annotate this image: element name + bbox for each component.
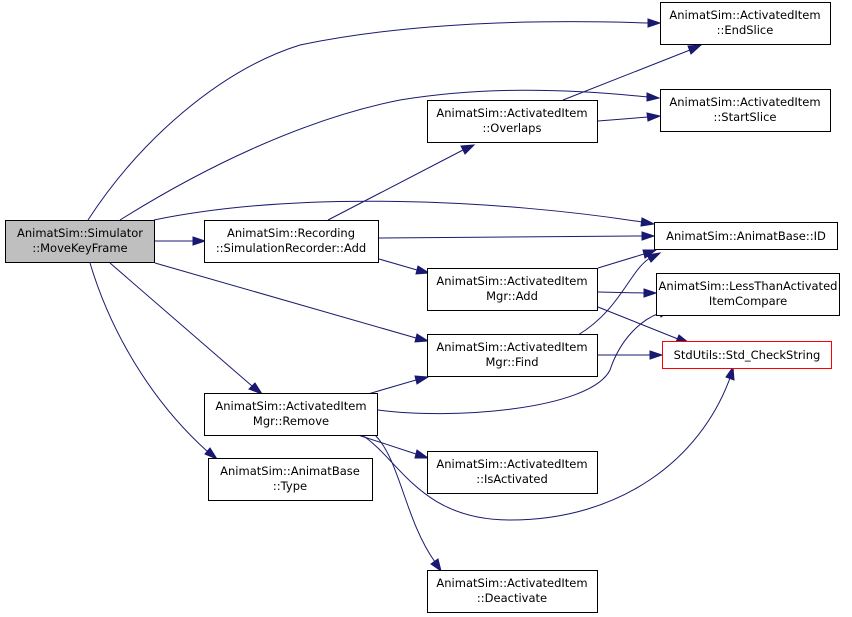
- node-base-id-line1: AnimatSim::AnimatBase::ID: [666, 229, 826, 243]
- edge-mgrremove-deactivate: [374, 434, 442, 573]
- edge-movekeyframe-startslice: [119, 89, 661, 221]
- edge-mgrfind-checkstring: [598, 350, 664, 360]
- node-mgr-find[interactable]: AnimatSim::ActivatedItem Mgr::Find: [427, 334, 598, 377]
- node-isactivated[interactable]: AnimatSim::ActivatedItem ::IsActivated: [427, 451, 598, 494]
- node-recorder-add[interactable]: AnimatSim::Recording ::SimulationRecorde…: [204, 220, 379, 263]
- node-mgr-find-line2: Mgr::Find: [485, 355, 538, 369]
- node-startslice-line1: AnimatSim::ActivatedItem: [669, 95, 820, 109]
- edge-movekeyframe-endslice: [87, 18, 662, 221]
- edge-recorderadd-mgradd: [378, 258, 431, 275]
- edge-recorderadd-overlaps: [327, 144, 476, 221]
- node-lessthan-line1: AnimatSim::LessThanActivated: [659, 279, 838, 293]
- node-endslice-line2: ::EndSlice: [717, 23, 774, 37]
- node-mgr-find-line1: AnimatSim::ActivatedItem: [436, 340, 587, 354]
- edge-mgradd-lessthan: [597, 288, 658, 298]
- node-startslice[interactable]: AnimatSim::ActivatedItem ::StartSlice: [660, 89, 831, 132]
- edge-movekeyframe-mgrremove: [109, 262, 264, 396]
- node-endslice-line1: AnimatSim::ActivatedItem: [669, 8, 820, 22]
- node-base-type[interactable]: AnimatSim::AnimatBase ::Type: [208, 458, 373, 501]
- node-startslice-line2: ::StartSlice: [714, 110, 777, 124]
- edge-movekeyframe-type: [89, 262, 219, 461]
- edges: [87, 18, 735, 573]
- edge-movekeyframe-recorderadd: [155, 236, 207, 246]
- node-deactivate-line1: AnimatSim::ActivatedItem: [436, 576, 587, 590]
- node-isactivated-line2: ::IsActivated: [476, 472, 548, 486]
- edge-recorderadd-id: [378, 231, 656, 241]
- node-base-type-line1: AnimatSim::AnimatBase: [220, 464, 360, 478]
- edge-mgrremove-checkstring: [361, 365, 735, 521]
- node-movekeyframe-line2: ::MoveKeyFrame: [32, 241, 127, 255]
- node-lessthan-line2: ItemCompare: [709, 294, 787, 308]
- edge-movekeyframe-id: [153, 200, 656, 227]
- edge-movekeyframe-mgrfind: [154, 262, 430, 343]
- node-deactivate-line2: ::Deactivate: [477, 591, 547, 605]
- node-endslice[interactable]: AnimatSim::ActivatedItem ::EndSlice: [660, 2, 831, 45]
- node-mgr-remove-line1: AnimatSim::ActivatedItem: [215, 399, 366, 413]
- node-lessthan[interactable]: AnimatSim::LessThanActivated ItemCompare: [656, 273, 840, 316]
- node-mgr-add-line1: AnimatSim::ActivatedItem: [436, 274, 587, 288]
- node-recorder-add-line1: AnimatSim::Recording: [227, 226, 355, 240]
- node-movekeyframe-line1: AnimatSim::Simulator: [17, 226, 143, 240]
- node-base-type-line2: ::Type: [273, 479, 307, 493]
- node-mgr-remove[interactable]: AnimatSim::ActivatedItem Mgr::Remove: [204, 393, 378, 436]
- node-isactivated-line1: AnimatSim::ActivatedItem: [436, 457, 587, 471]
- node-overlaps-line1: AnimatSim::ActivatedItem: [436, 106, 587, 120]
- node-mgr-add[interactable]: AnimatSim::ActivatedItem Mgr::Add: [427, 268, 598, 311]
- node-checkstring-line1: StdUtils::Std_CheckString: [674, 348, 821, 362]
- node-checkstring[interactable]: StdUtils::Std_CheckString: [662, 341, 832, 369]
- node-overlaps[interactable]: AnimatSim::ActivatedItem ::Overlaps: [427, 100, 598, 143]
- node-recorder-add-line2: ::SimulationRecorder::Add: [216, 241, 366, 255]
- edge-mgrremove-mgrfind: [367, 375, 430, 395]
- node-mgr-remove-line2: Mgr::Remove: [253, 414, 329, 428]
- node-overlaps-line2: ::Overlaps: [483, 121, 542, 135]
- edge-mgrremove-isactivated: [357, 434, 430, 459]
- node-mgr-add-line2: Mgr::Add: [486, 289, 538, 303]
- edge-mgrfind-id: [577, 252, 662, 336]
- edge-overlaps-endslice: [562, 44, 703, 101]
- edge-overlaps-startslice: [597, 112, 662, 122]
- edge-mgradd-id: [597, 249, 658, 269]
- node-deactivate[interactable]: AnimatSim::ActivatedItem ::Deactivate: [427, 570, 598, 613]
- node-base-id[interactable]: AnimatSim::AnimatBase::ID: [654, 222, 838, 250]
- node-movekeyframe[interactable]: AnimatSim::Simulator ::MoveKeyFrame: [5, 220, 155, 263]
